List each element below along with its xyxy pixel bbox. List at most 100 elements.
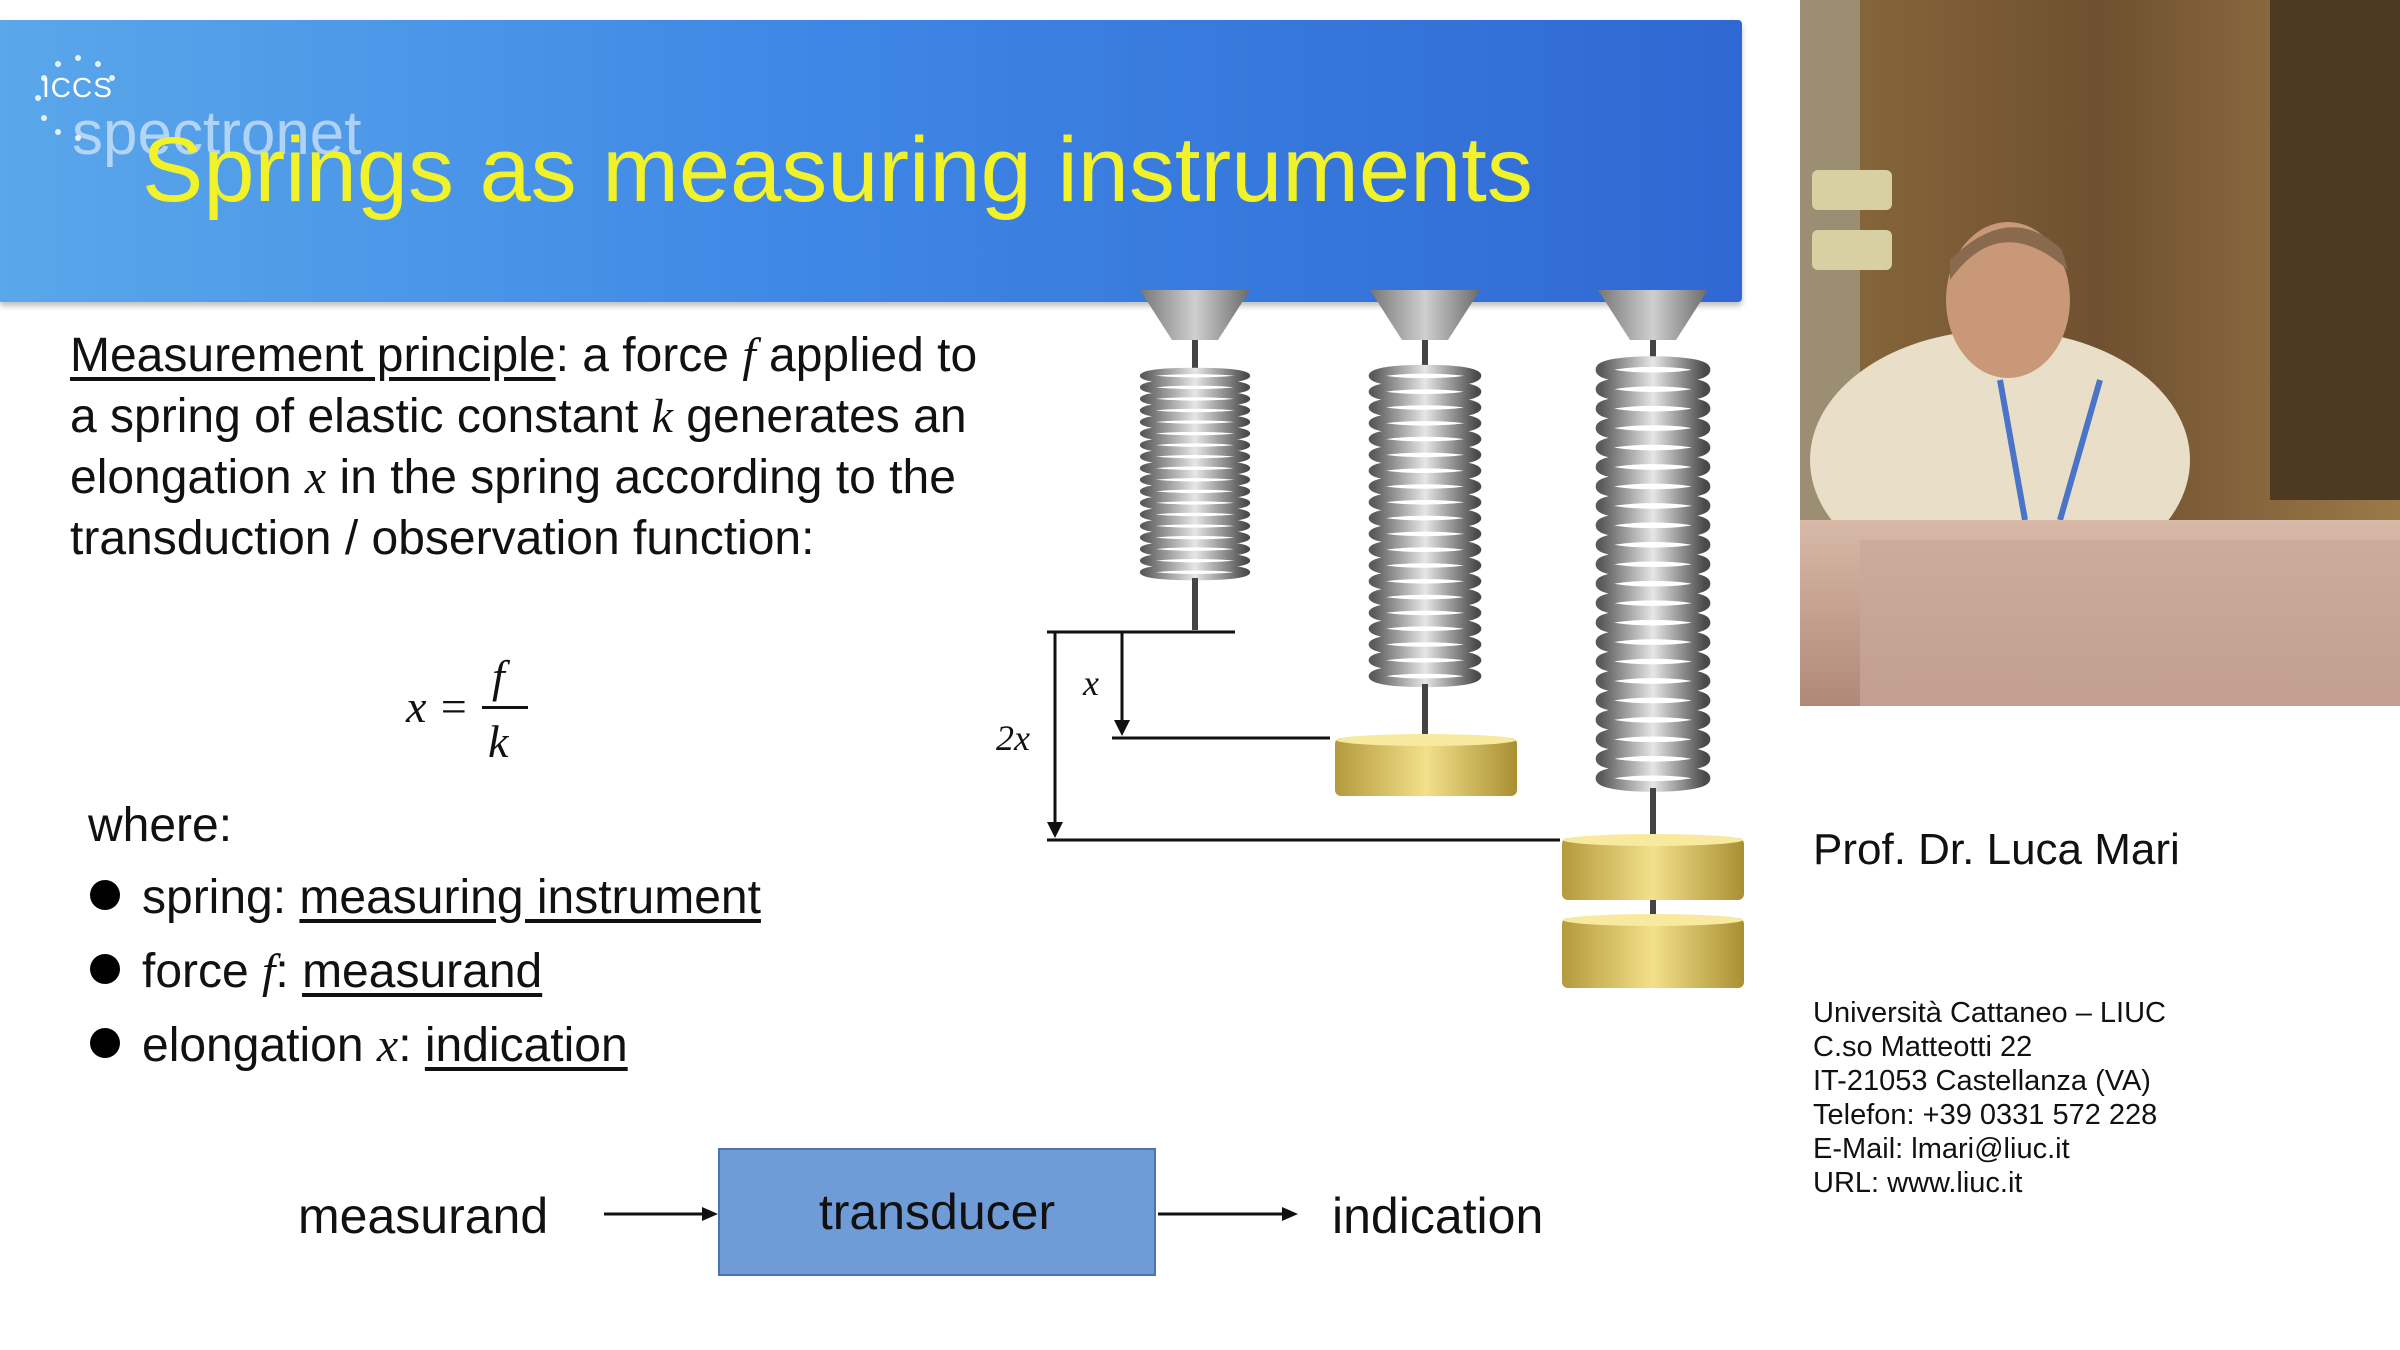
spring-coil <box>1139 529 1251 546</box>
spring-coil <box>1595 725 1711 753</box>
spring-coil <box>1139 483 1251 500</box>
principle-text-4: in the spring according to the transduct… <box>70 451 956 565</box>
spring-coil <box>1139 425 1251 442</box>
spring-coil <box>1595 570 1711 598</box>
formula-fraction-bar <box>482 706 528 709</box>
spring-coil <box>1139 448 1251 465</box>
spring-coil <box>1595 745 1711 773</box>
spring-coil <box>1368 649 1482 672</box>
bullet-sep: : <box>398 1019 425 1072</box>
spring-coil <box>1595 492 1711 520</box>
spring-coil <box>1368 522 1482 545</box>
spring-coil <box>1139 564 1251 581</box>
spring-coil <box>1595 356 1711 384</box>
spring-coil <box>1368 396 1482 419</box>
logo-spectronet-text: spectronet <box>72 99 362 168</box>
spring-coil <box>1139 506 1251 523</box>
bullet-var: f <box>262 945 276 998</box>
principle-heading: Measurement principle <box>70 329 556 382</box>
spring-coil <box>1595 609 1711 637</box>
spring-coil <box>1139 379 1251 396</box>
slide-title: Springs as measuring instruments <box>142 119 1533 221</box>
label-x: x <box>1082 663 1099 703</box>
flow-output-label: indication <box>1332 1188 1544 1244</box>
formula-lhs: x = <box>406 681 469 732</box>
bullet-term: measuring instrument <box>299 871 761 924</box>
spring-coil <box>1595 648 1711 676</box>
principle-var-f: f <box>742 329 756 382</box>
spring-diagram: x 2x <box>604 290 1744 1221</box>
arrow-2x-icon <box>1047 822 1063 838</box>
principle-text-2: applied to a spring of elastic constant <box>70 329 978 443</box>
contact-line: C.so Matteotti 22 <box>1813 1031 2033 1063</box>
bullet-prefix: force <box>142 945 263 998</box>
spring-coil <box>1139 390 1251 407</box>
spring-coil <box>1139 552 1251 569</box>
spring-coil <box>1595 375 1711 403</box>
spring-coil <box>1595 531 1711 559</box>
spring-coil <box>1368 665 1482 688</box>
transduction-formula: x = f k <box>400 650 540 770</box>
list-item: force f: measurand <box>90 940 761 1014</box>
arrow-x-icon <box>1114 720 1130 736</box>
principle-paragraph: Measurement principle: a force f applied… <box>70 325 1000 569</box>
spring-coil <box>1368 459 1482 482</box>
speaker-name: Prof. Dr. Luca Mari <box>1813 825 2180 874</box>
contact-line: IT-21053 Castellanza (VA) <box>1813 1065 2151 1097</box>
principle-var-x: x <box>304 451 327 504</box>
bullet-icon <box>90 1028 120 1059</box>
spring-coil <box>1368 586 1482 609</box>
principle-text-3: generates an elongation <box>70 390 967 504</box>
arrow-right-icon <box>702 1207 718 1221</box>
title-banner <box>0 20 1742 302</box>
contact-line: Telefon: +39 0331 572 228 <box>1813 1099 2158 1131</box>
spring-coil <box>1368 570 1482 593</box>
weight <box>1335 738 1517 796</box>
spring-coil <box>1139 402 1251 419</box>
spring-coil <box>1139 460 1251 477</box>
flow-input-label: measurand <box>298 1188 549 1244</box>
spring-coil <box>1368 428 1482 451</box>
spring-coil <box>1368 507 1482 530</box>
speaker-video-frame <box>1800 0 2400 706</box>
spring-coil <box>1368 554 1482 577</box>
transducer-label: transducer <box>818 1184 1056 1240</box>
spring-coil <box>1368 538 1482 561</box>
spring-coil <box>1595 453 1711 481</box>
spring-coil <box>1595 686 1711 714</box>
where-label: where: <box>88 799 233 852</box>
spring-coil <box>1139 367 1251 384</box>
bullet-icon <box>90 880 120 911</box>
spring-2 <box>1335 290 1517 796</box>
spring-coil <box>1368 364 1482 387</box>
arrow-right-icon <box>1282 1207 1298 1221</box>
weight <box>1562 918 1744 988</box>
elongation-markers <box>1047 630 1560 842</box>
spring-coil <box>1139 517 1251 535</box>
spring-coil <box>1368 601 1482 624</box>
spring-coil <box>1595 511 1711 539</box>
bullet-term: measurand <box>302 945 543 998</box>
bullet-sep: : <box>275 945 303 998</box>
bullet-prefix: spring: <box>142 871 300 924</box>
bullet-prefix: elongation <box>142 1019 377 1072</box>
definition-list: spring: measuring instrument force f: me… <box>90 866 761 1088</box>
spring-coil <box>1595 706 1711 734</box>
spring-coil <box>1595 414 1711 442</box>
spring-coil <box>1595 667 1711 695</box>
spring-coil <box>1368 412 1482 435</box>
contact-line: E-Mail: lmari@liuc.it <box>1813 1133 2070 1165</box>
spring-1 <box>1139 290 1251 630</box>
spring-coil <box>1595 550 1711 578</box>
list-item: spring: measuring instrument <box>90 866 761 940</box>
transducer-block: transducer <box>718 1148 1156 1276</box>
principle-text-1: : a force <box>555 329 743 382</box>
spectronet-logo: ICCS spectronet <box>18 50 378 168</box>
principle-var-k: k <box>651 390 673 443</box>
spring-coil <box>1595 395 1711 423</box>
spring-coil <box>1368 443 1482 466</box>
spring-coil <box>1139 437 1251 454</box>
spring-coil <box>1595 589 1711 617</box>
spring-coil <box>1368 475 1482 498</box>
